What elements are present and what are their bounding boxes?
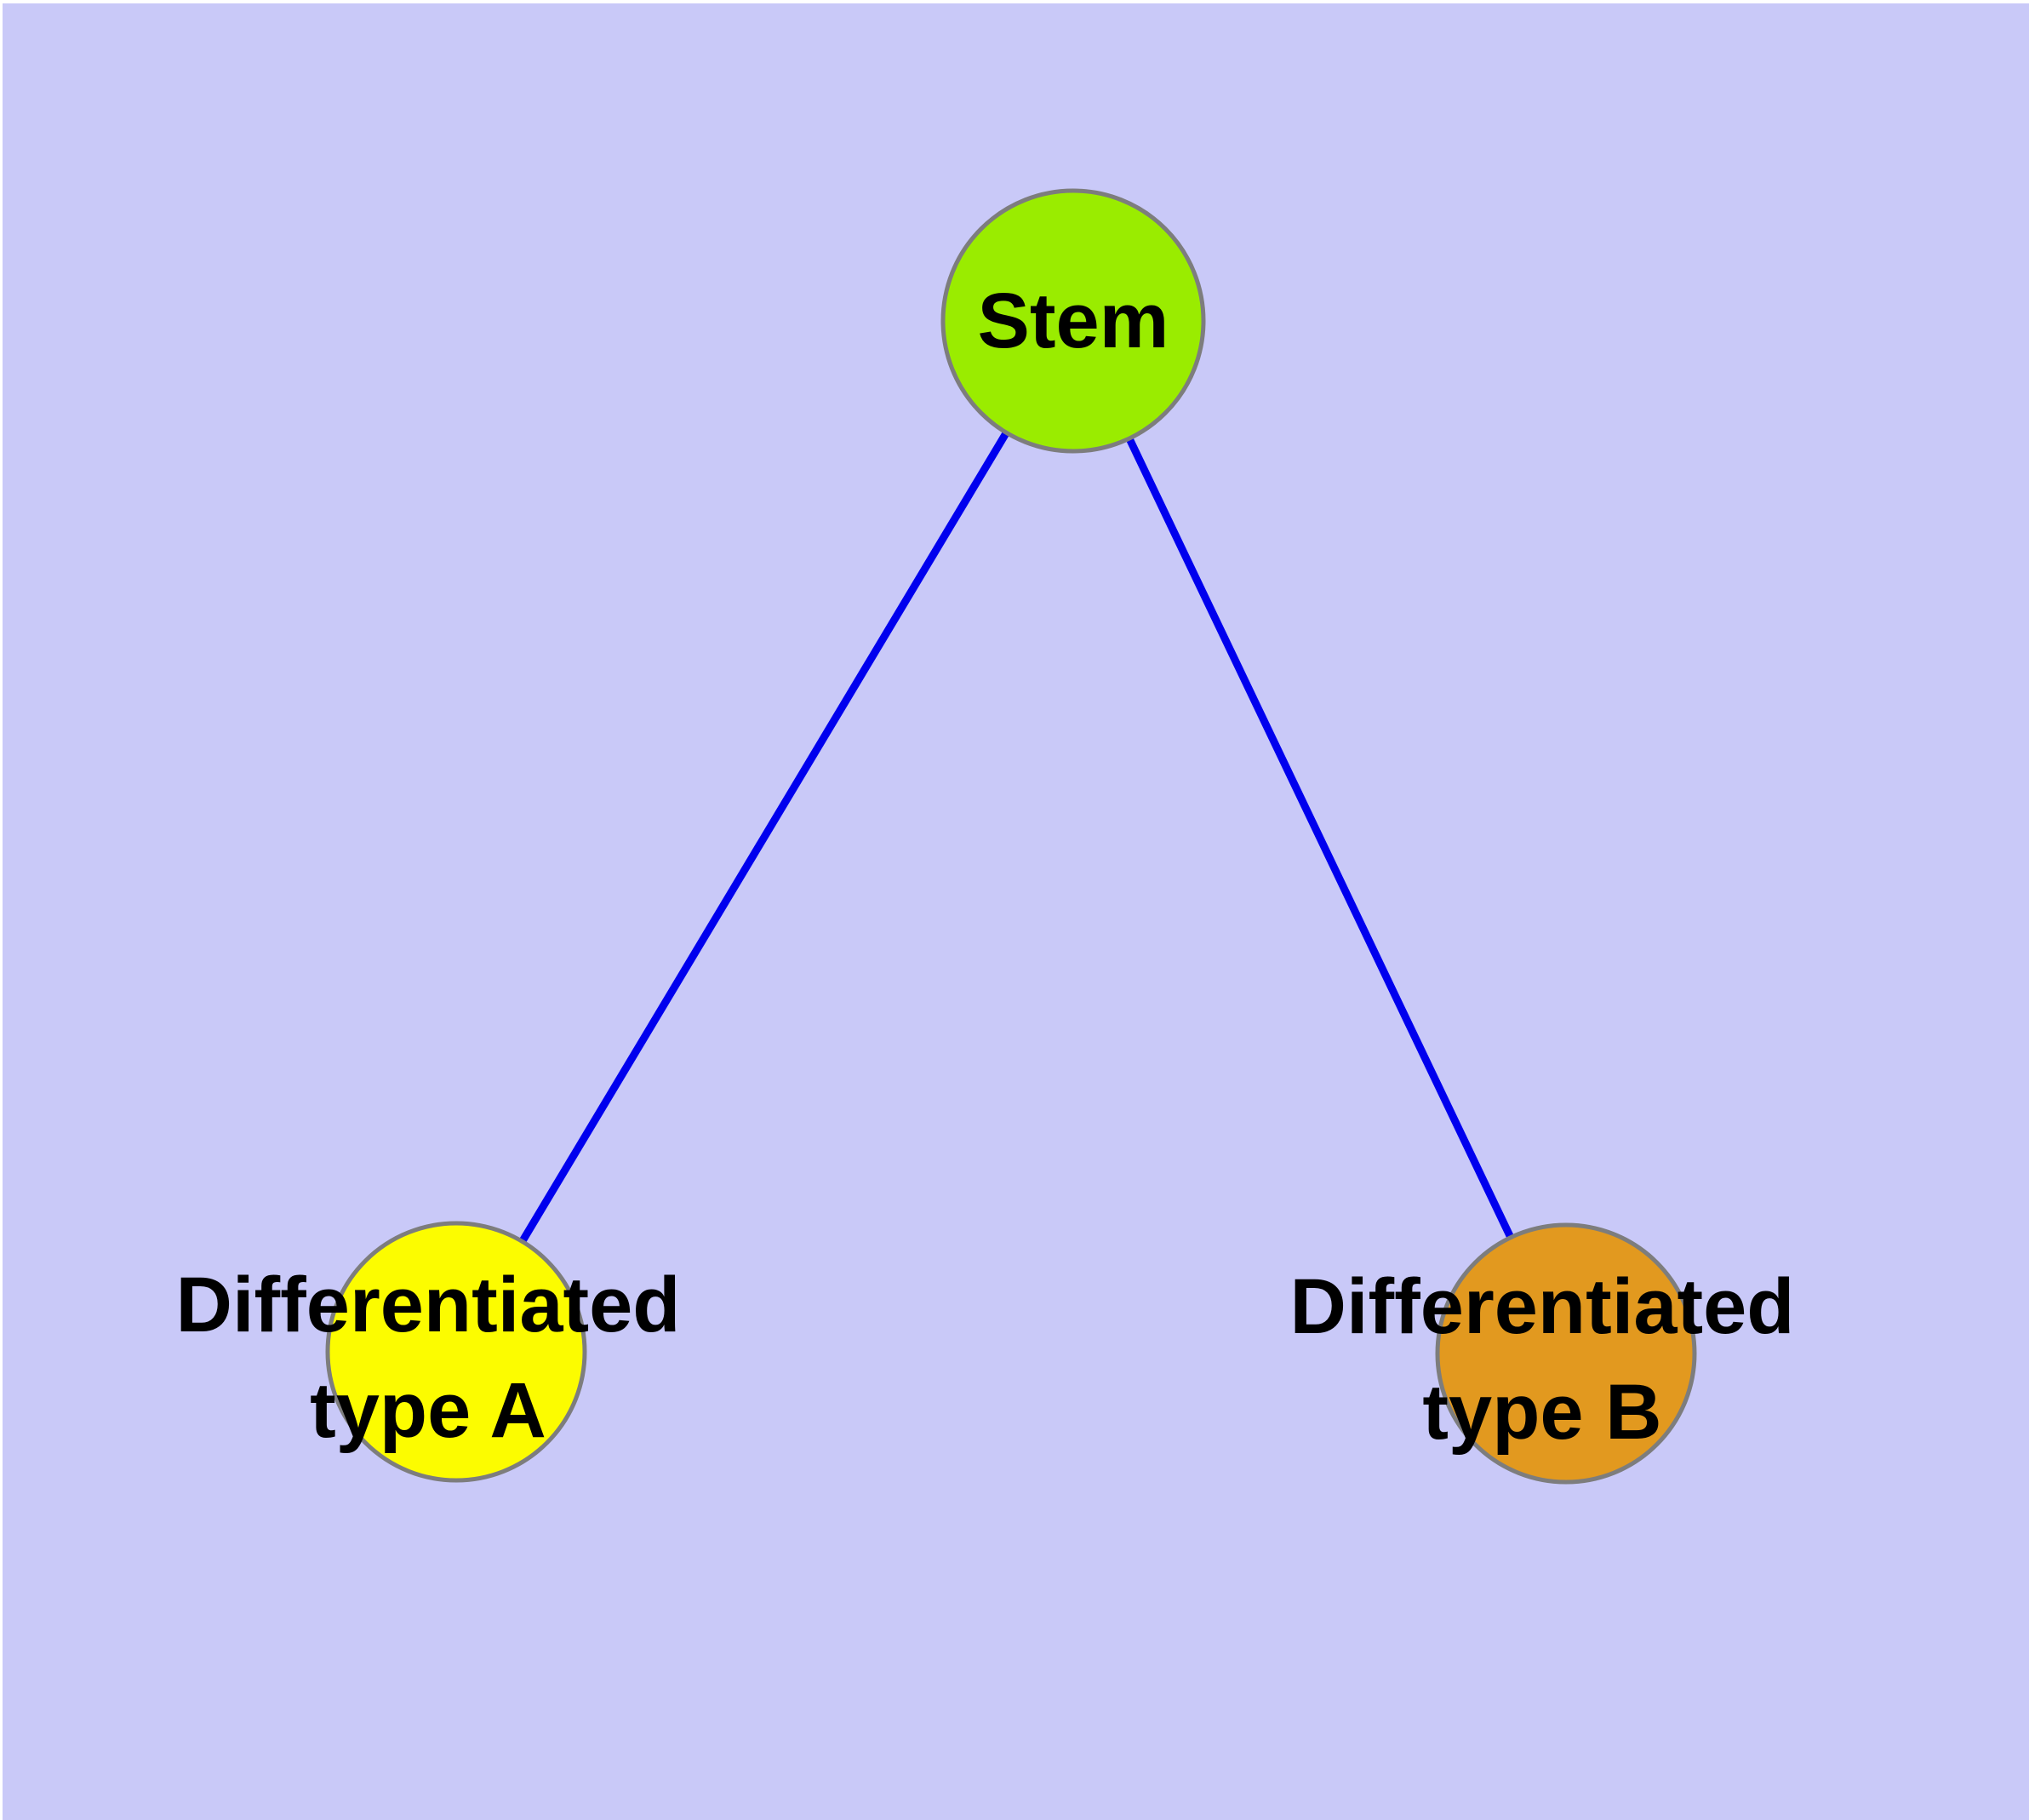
node-differentiated-type-a-label: Differentiated type A: [175, 1261, 681, 1454]
edge-stem-to-type-a: [453, 318, 1077, 1354]
edge-stem-to-type-b: [1069, 319, 1570, 1355]
node-differentiated-type-a: [325, 1221, 587, 1483]
node-stem-label: Stem: [977, 277, 1169, 364]
node-differentiated-type-b: [1435, 1222, 1697, 1485]
node-differentiated-type-b-label: Differentiated type B: [1289, 1262, 1795, 1456]
node-stem: [940, 188, 1206, 454]
